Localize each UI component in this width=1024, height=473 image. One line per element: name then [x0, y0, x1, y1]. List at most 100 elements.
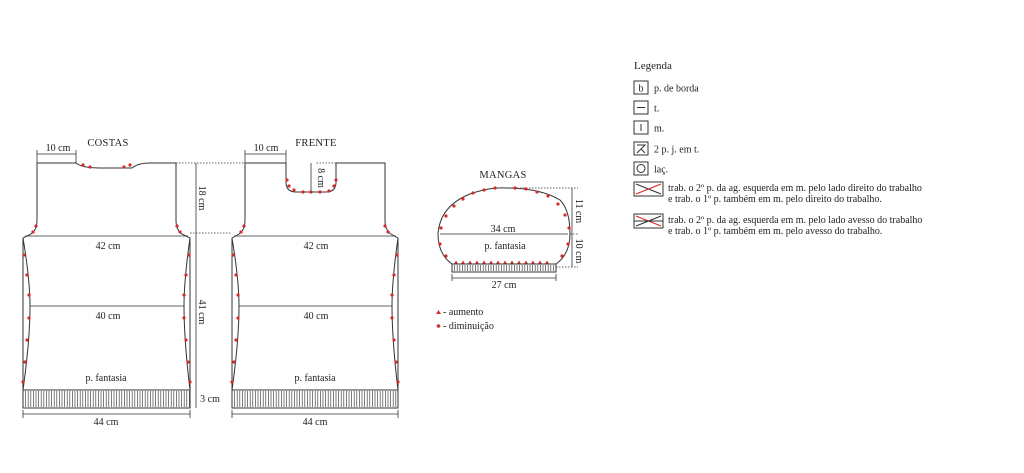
decrease-label: - diminuição: [443, 321, 494, 332]
back-body-width-label: 42 cm: [96, 241, 121, 252]
front-title: FRENTE: [295, 138, 336, 149]
decrease-marker-icon: [436, 324, 441, 328]
shaping-marker-dot: [178, 230, 182, 234]
front-stitch-label: p. fantasia: [294, 373, 336, 384]
shaping-marker-dot: [292, 188, 296, 192]
sleeve-title: MANGAS: [479, 170, 526, 181]
back-ribbing: [22, 389, 191, 409]
shaping-marker-dot: [21, 380, 25, 384]
shaping-marker-dot: [563, 213, 567, 217]
shaping-marker-dot: [452, 204, 456, 208]
body-length-label: 41 cm: [196, 300, 207, 325]
shaping-marker-dot: [236, 293, 240, 297]
shaping-marker-dot: [513, 186, 517, 190]
shaping-marker-dot: [392, 338, 396, 342]
armhole-depth-label: 18 cm: [196, 186, 207, 211]
legend-item-cross-wrong-line1: trab. o 2º p. da ag. esquerda em m. pelo…: [668, 215, 922, 226]
shaping-marker-dot: [175, 224, 179, 228]
increase-marker: [482, 260, 486, 264]
sleeve-cuff: [451, 263, 557, 273]
front-body-width-label: 42 cm: [304, 241, 329, 252]
shaping-marker-dot: [309, 190, 313, 194]
increase-marker: [538, 260, 542, 264]
shaping-marker-dot: [383, 224, 387, 228]
sleeve-panel: MANGAS 34 cm p. fantasia 11 cm 10 cm 27 …: [437, 170, 584, 291]
shaping-marker-dot: [236, 316, 240, 320]
shaping-marker-dot: [560, 254, 564, 258]
k2tog-symbol-mark: [636, 144, 647, 154]
shaping-marker-dot: [390, 293, 394, 297]
increase-marker: [454, 260, 458, 264]
shaping-marker-dot: [25, 338, 29, 342]
legend-title: Legenda: [634, 60, 672, 72]
shaping-marker-dot: [438, 242, 442, 246]
sleeve-cap-height-label: 11 cm: [573, 199, 584, 224]
shaping-marker-dot: [239, 230, 243, 234]
back-title: COSTAS: [87, 138, 128, 149]
edge-stitch-glyph: b: [639, 84, 644, 95]
front-neck-depth-label: 8 cm: [315, 168, 326, 188]
back-hem-width-label: 44 cm: [94, 417, 119, 428]
legend-item-cross-right-line1: trab. o 2º p. da ag. esquerda em m. pelo…: [668, 183, 922, 194]
front-neck-width-label: 10 cm: [254, 143, 279, 154]
shaping-marker-dot: [482, 188, 486, 192]
back-rib-lines: [25, 391, 190, 407]
increase-marker: [531, 260, 535, 264]
shaping-marker-dot: [444, 254, 448, 258]
shaping-marker-dot: [461, 197, 465, 201]
shaping-marker-dot: [535, 190, 539, 194]
shaping-marker-dot: [232, 360, 236, 364]
increase-label: - aumento: [443, 307, 483, 318]
back-stitch-label: p. fantasia: [85, 373, 127, 384]
shaping-marker-dot: [392, 273, 396, 277]
shaping-marker-dot: [524, 187, 528, 191]
increase-marker: [524, 260, 528, 264]
legend: Legenda b p. de borda t. m. 2 p. j. em t…: [633, 60, 922, 237]
shaping-marker-dot: [122, 165, 126, 169]
shaping-marker-dot: [386, 230, 390, 234]
increase-marker: [510, 260, 514, 264]
back-side-shaping-left: [22, 237, 31, 391]
shaping-marker-dot: [334, 178, 338, 182]
sleeve-stitch-label: p. fantasia: [484, 241, 526, 252]
shaping-marker-dot: [234, 273, 238, 277]
legend-item-purl: m.: [654, 124, 664, 135]
sleeve-cap-width-label: 34 cm: [491, 224, 516, 235]
shaping-marker-dot: [332, 184, 336, 188]
sleeve-height-label: 10 cm: [573, 239, 584, 264]
rib-height-label: 3 cm: [200, 394, 220, 405]
center-dimensions: 18 cm 41 cm 3 cm: [176, 162, 246, 408]
shaping-marker-dot: [242, 224, 246, 228]
shaping-marker-dot: [88, 165, 92, 169]
shaping-marker-dot: [34, 224, 38, 228]
back-waist-width-label: 40 cm: [96, 311, 121, 322]
shaping-marker-dot: [184, 338, 188, 342]
shaping-marker-dot: [444, 214, 448, 218]
front-outline: [231, 162, 399, 408]
shaping-marker-dot: [231, 253, 235, 257]
shaping-marker-dot: [390, 316, 394, 320]
increase-marker: [503, 260, 507, 264]
shaping-marker-dot: [182, 293, 186, 297]
shaping-marker-dot: [186, 360, 190, 364]
shaping-marker-dot: [81, 163, 85, 167]
increase-marker: [517, 260, 521, 264]
legend-item-k2tog: 2 p. j. em t.: [654, 145, 699, 156]
increase-marker: [496, 260, 500, 264]
shaping-marker-dot: [471, 191, 475, 195]
shaping-marker-dot: [22, 253, 26, 257]
sleeve-rib-lines: [454, 265, 554, 271]
cross-right-front-strand: [635, 183, 662, 195]
shaping-marker-dot: [31, 230, 35, 234]
shaping-marker-dot: [567, 226, 571, 230]
shaping-marker-dot: [187, 253, 191, 257]
shaping-marker-dot: [184, 273, 188, 277]
front-panel: FRENTE 10 cm 8 cm 42 cm 40 cm p. fantasi…: [231, 138, 399, 428]
cuff-width-label: 27 cm: [492, 280, 517, 291]
legend-item-yarn-over: laç.: [654, 165, 668, 176]
shaping-marker-dot: [493, 186, 497, 190]
increase-marker: [545, 260, 549, 264]
yarn-over-symbol-circle: [636, 164, 646, 173]
edge-stitch-symbol: [633, 80, 649, 95]
